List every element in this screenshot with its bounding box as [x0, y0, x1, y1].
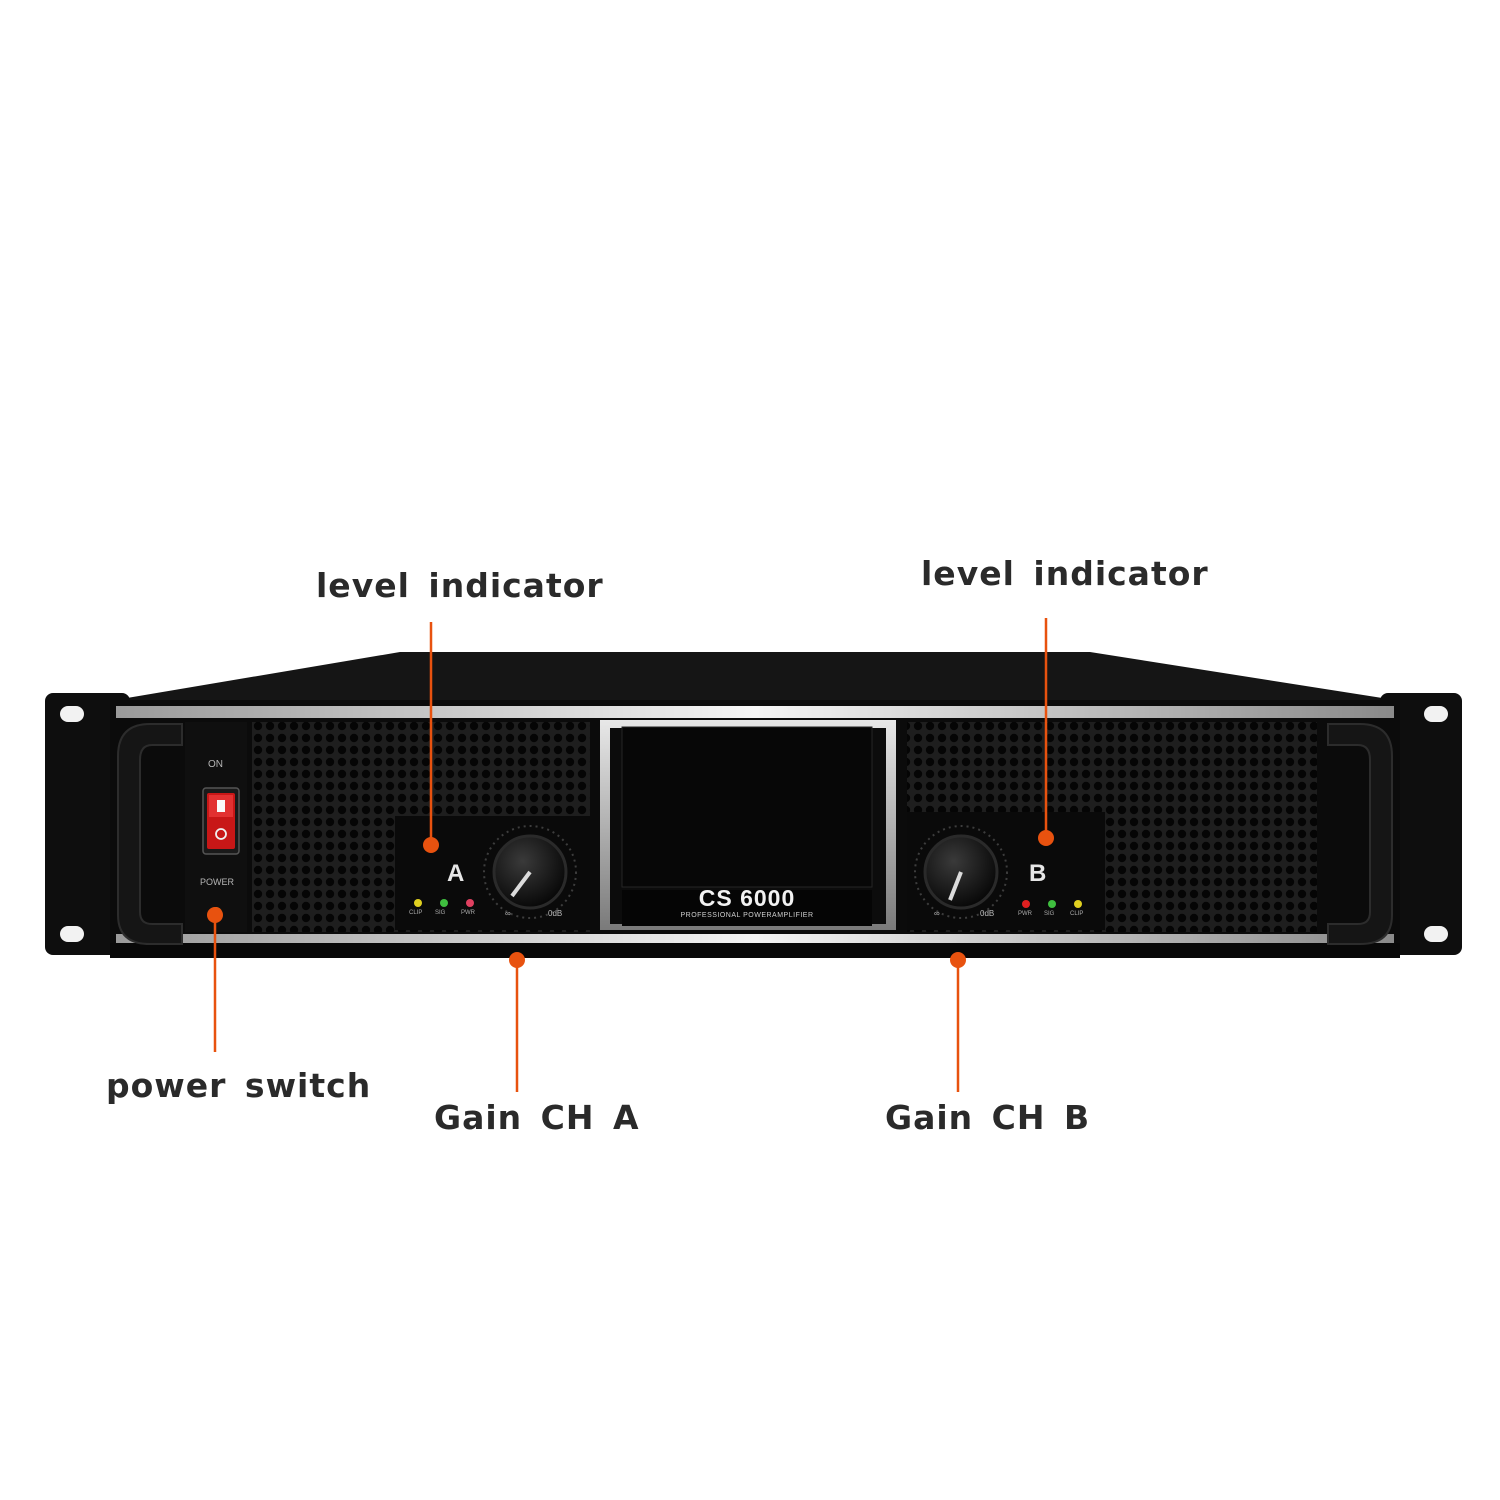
rack-ear-right [1380, 693, 1462, 955]
trim-bottom [116, 934, 1394, 943]
led-sig-b [1048, 900, 1056, 908]
led-labels-a: CLIP SIG PWR [409, 910, 487, 916]
led-label-pwr-b: PWR [1018, 911, 1032, 917]
led-labels-b: PWR SIG CLIP [1018, 911, 1096, 917]
svg-text:∞: ∞ [505, 909, 511, 918]
gain-knob-b-scale [914, 825, 1008, 919]
led-label-pwr-a: PWR [461, 910, 475, 916]
channel-a-label: A [447, 860, 465, 887]
callout-lines [207, 618, 1054, 1092]
led-label-clip-a: CLIP [409, 910, 423, 916]
led-clip-a [414, 899, 422, 907]
callout-level-indicator-a: level indicator [316, 566, 604, 605]
model-name: CS 6000 [698, 885, 796, 911]
callout-gain-ch-b: Gain CH B [885, 1098, 1091, 1137]
rack-hole-bl [60, 926, 84, 942]
led-pwr-a [466, 899, 474, 907]
handle-right [1327, 723, 1393, 945]
led-label-clip-b: CLIP [1070, 911, 1084, 917]
led-label-sig-a: SIG [435, 910, 446, 916]
callout-gain-ch-a: Gain CH A [434, 1098, 640, 1137]
rack-hole-tr [1424, 706, 1448, 722]
led-pwr-b [1022, 900, 1030, 908]
led-clip-b [1074, 900, 1082, 908]
rack-ear-left [45, 693, 130, 955]
led-sig-a [440, 899, 448, 907]
trim-top [116, 706, 1394, 718]
callout-level-indicator-b: level indicator [921, 554, 1209, 593]
rack-hole-br [1424, 926, 1448, 942]
callout-power-switch: power switch [106, 1066, 372, 1105]
svg-text:0dB: 0dB [548, 909, 562, 918]
svg-text:0dB: 0dB [980, 909, 994, 918]
top-cover [115, 652, 1395, 700]
model-subtitle: PROFESSIONAL POWERAMPLIFIER [680, 912, 814, 919]
power-label: POWER [200, 877, 235, 887]
handle-left [117, 723, 183, 945]
rack-hole-tl [60, 706, 84, 722]
power-on-label: ON [208, 759, 223, 770]
led-label-sig-b: SIG [1044, 911, 1055, 917]
gain-knob-a-scale [483, 825, 577, 919]
channel-b-label: B [1029, 860, 1047, 887]
svg-text:∞: ∞ [934, 909, 940, 918]
display-window [621, 726, 873, 888]
